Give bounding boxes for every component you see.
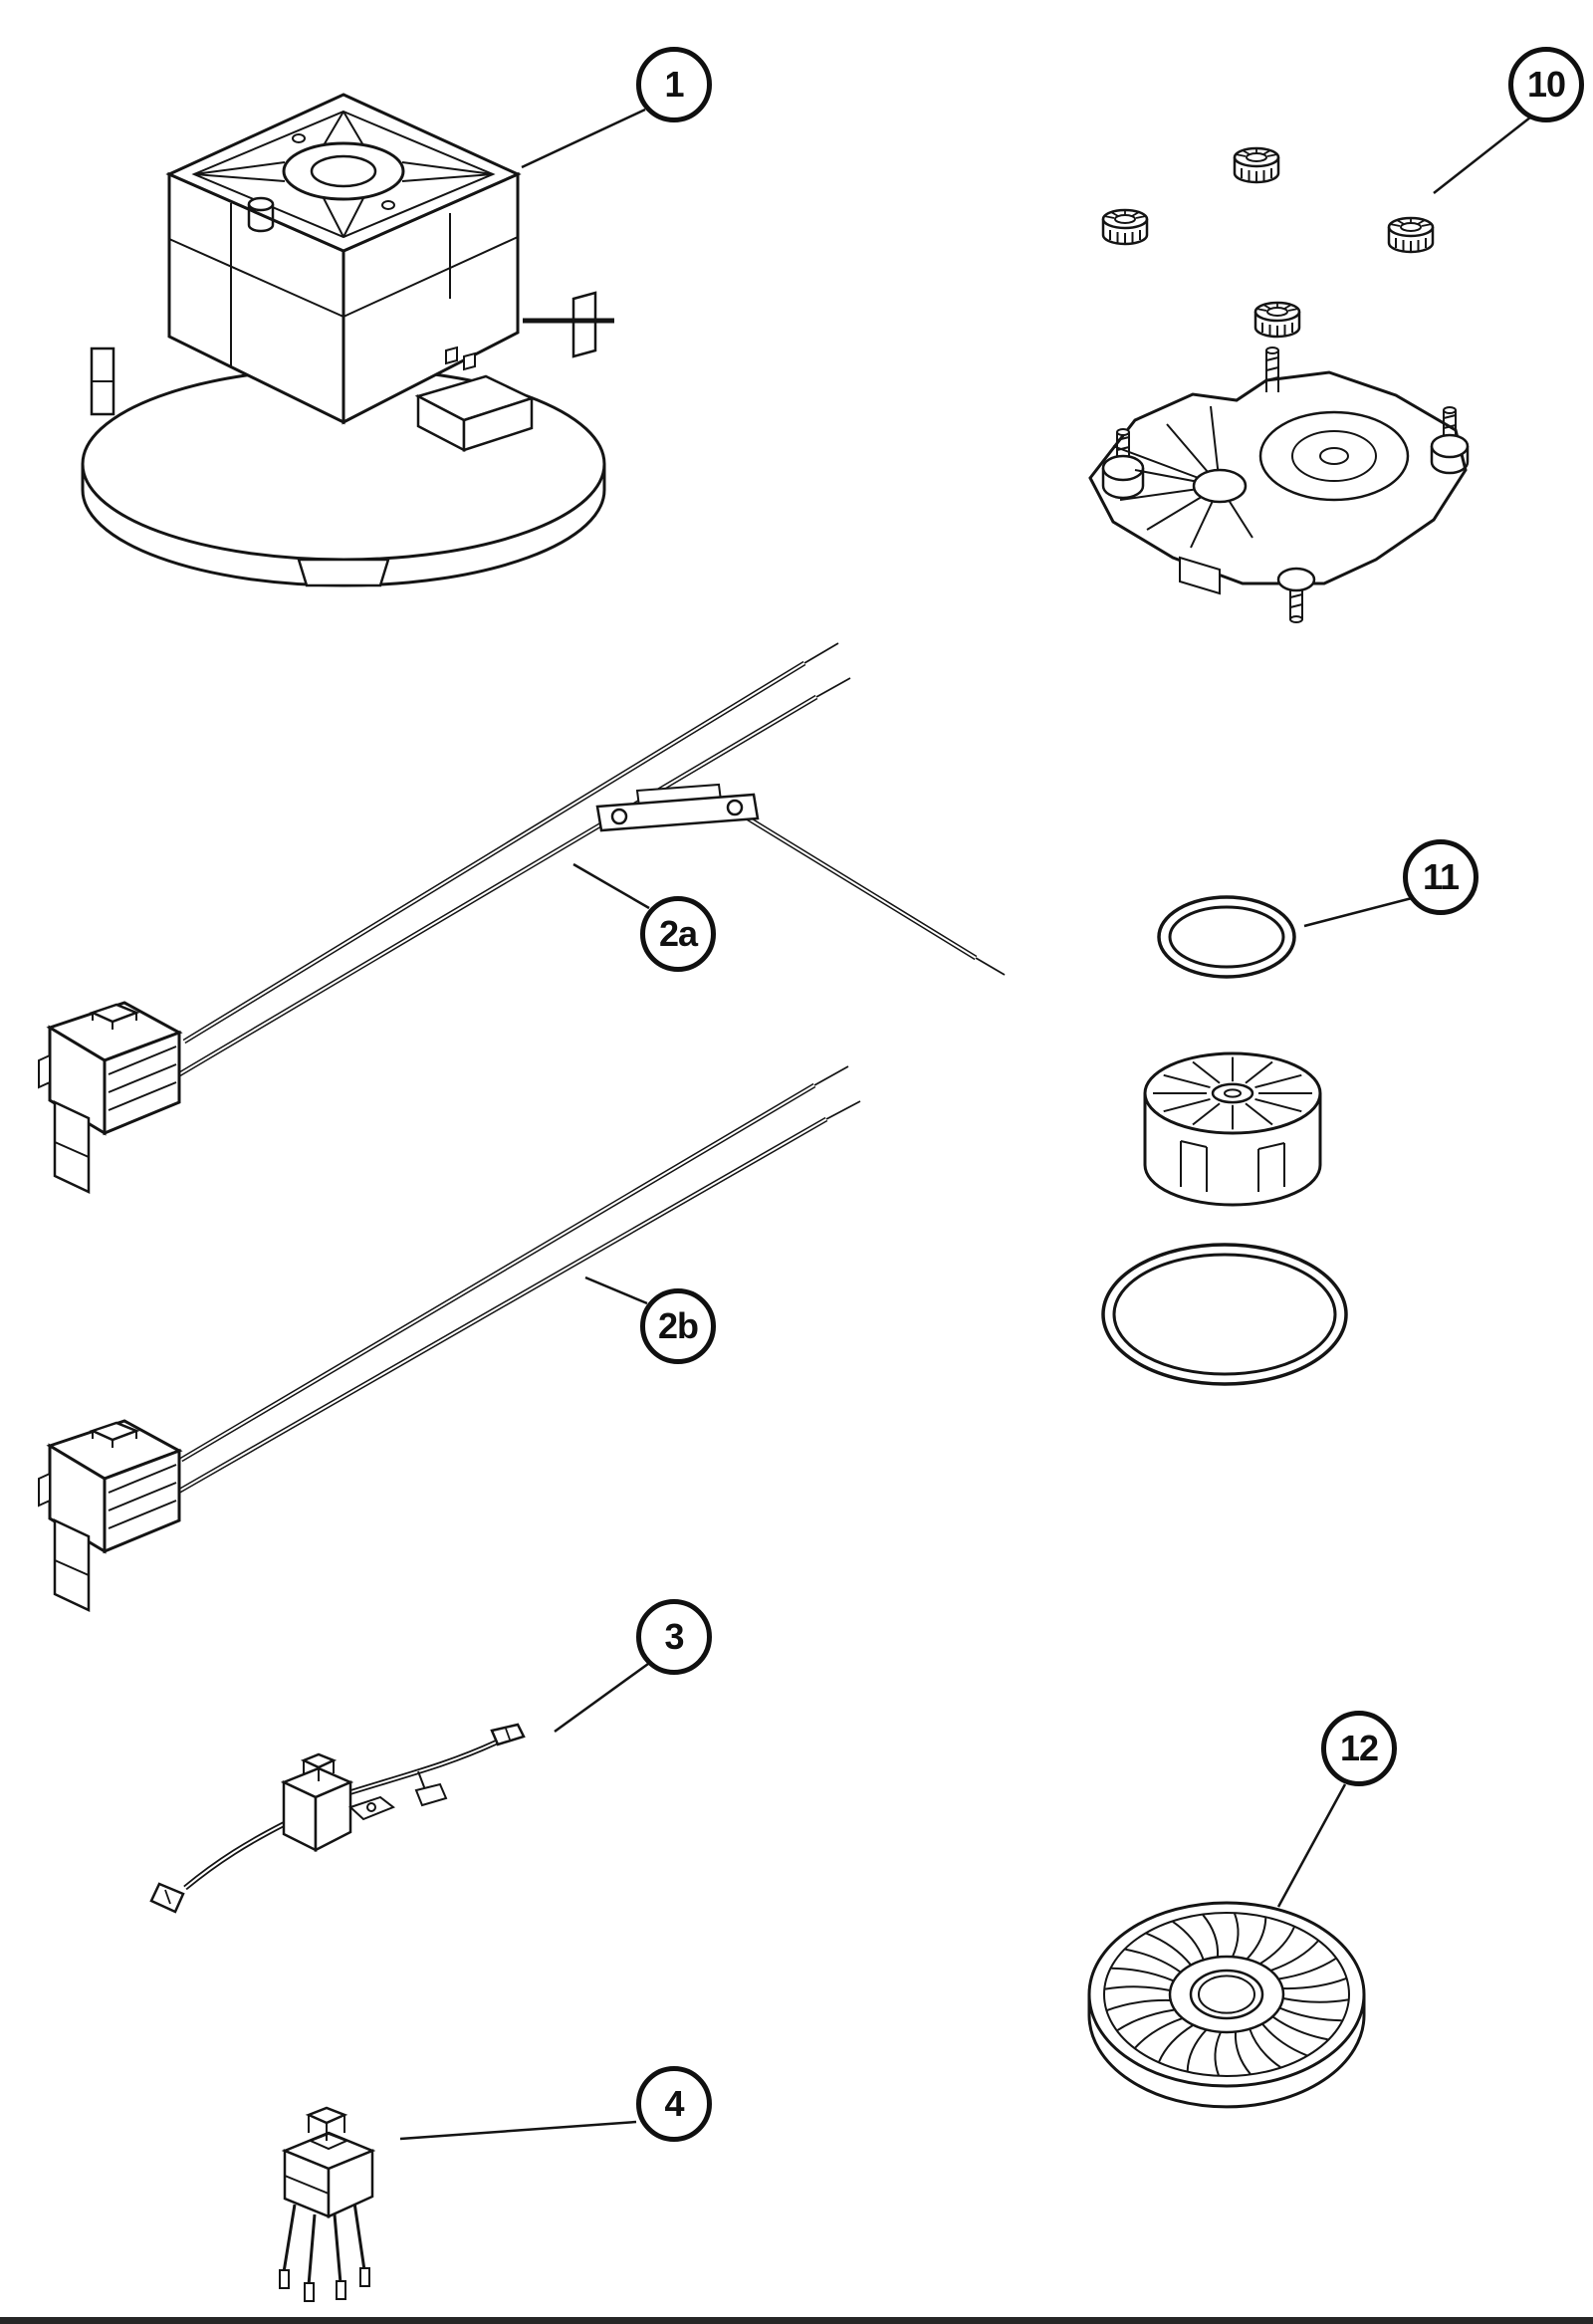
cord-harness-2b-art bbox=[169, 1065, 861, 1499]
callout-label-4: 4 bbox=[664, 2083, 684, 2124]
callout-balloon-2b: 2b bbox=[640, 1288, 716, 1364]
knurled-nuts-art bbox=[1101, 146, 1435, 339]
callout-balloon-4: 4 bbox=[636, 2066, 712, 2142]
callout-balloon-10: 10 bbox=[1508, 47, 1584, 122]
connector-block-2b bbox=[37, 1419, 181, 1612]
motor-assembly-art bbox=[81, 93, 614, 587]
callout-balloon-12: 12 bbox=[1321, 1711, 1397, 1786]
cord-harness-2a-art bbox=[172, 642, 1006, 1080]
micro-switch-art bbox=[279, 2106, 376, 2302]
callout-balloon-2a: 2a bbox=[640, 896, 716, 972]
callout-leader-lines bbox=[399, 108, 1536, 2141]
callout-label-12: 12 bbox=[1339, 1728, 1379, 1768]
o-ring-small-art bbox=[1157, 895, 1296, 979]
callout-label-3: 3 bbox=[664, 1616, 684, 1657]
callout-label-2a: 2a bbox=[658, 913, 698, 954]
callout-label-10: 10 bbox=[1526, 64, 1566, 105]
page-bottom-rule bbox=[0, 2317, 1593, 2324]
fan-impeller-art bbox=[1087, 1903, 1366, 2109]
callout-balloon-3: 3 bbox=[636, 1599, 712, 1675]
o-ring-large-art bbox=[1101, 1243, 1348, 1386]
callout-label-2b: 2b bbox=[657, 1305, 699, 1346]
callout-label-1: 1 bbox=[664, 64, 684, 105]
thermal-switch-art bbox=[149, 1723, 526, 1914]
slotted-mount-art bbox=[1143, 1051, 1322, 1207]
callout-balloon-1: 1 bbox=[636, 47, 712, 122]
connector-block-2a bbox=[37, 1001, 181, 1194]
fan-end-bracket-art bbox=[1088, 347, 1470, 623]
callout-label-11: 11 bbox=[1422, 856, 1460, 897]
callout-balloon-11: 11 bbox=[1403, 839, 1479, 915]
